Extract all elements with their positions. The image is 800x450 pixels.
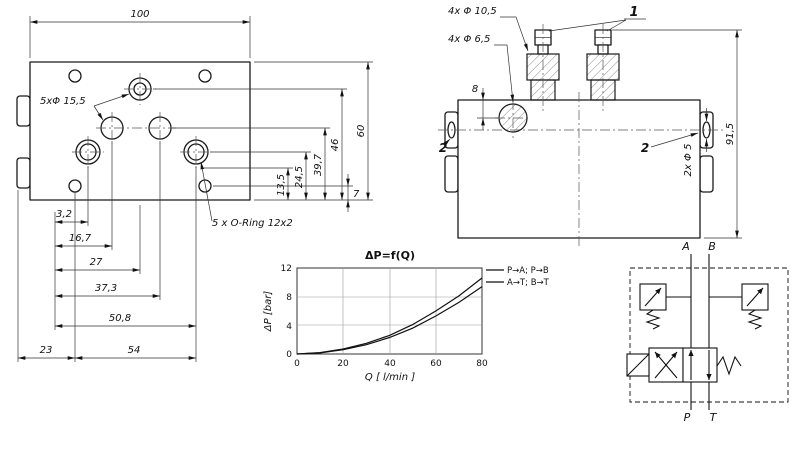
callout-2-right: 2 xyxy=(641,141,649,155)
xtick-20: 20 xyxy=(337,359,349,369)
dim-91-5-label: 91,5 xyxy=(725,123,736,145)
port-t-label: T xyxy=(710,411,718,424)
chart-x-ticks: 0 20 40 60 80 xyxy=(294,359,488,369)
dim-60-label: 60 xyxy=(356,125,367,138)
top-holes-label: 4x Φ 10,5 xyxy=(448,6,497,17)
oring-label: 5 x O-Ring 12x2 xyxy=(212,218,293,229)
xtick-40: 40 xyxy=(384,359,396,369)
chart-x-label: Q [ l/min ] xyxy=(365,372,415,383)
port-b-label: B xyxy=(708,240,716,253)
return-spring-symbol xyxy=(716,355,742,376)
front-view-callouts: 5xΦ 15,5 5 x O-Ring 12x2 xyxy=(40,93,293,229)
hole-diameter-label: 5xΦ 15,5 xyxy=(40,96,86,107)
dim-37-3-label: 37,3 xyxy=(95,283,117,294)
pressure-drop-chart: ΔP=f(Q) 12 8 4 0 0 20 40 60 80 ΔP [bar] … xyxy=(263,249,550,383)
chart-legend: P→A; P→B A→T; B→T xyxy=(486,266,550,288)
callout-1: 1 xyxy=(629,5,638,20)
dim-3-2-label: 3,2 xyxy=(56,209,72,220)
dim-39-7-label: 39,7 xyxy=(313,153,324,176)
relief-valve-right xyxy=(709,283,769,330)
dim-50-8-label: 50,8 xyxy=(109,313,131,324)
side-view-dimensions: 4x Φ 10,5 4x Φ 6,5 1 8 2 2 2x Φ 5 xyxy=(439,5,742,239)
chart-plot-area xyxy=(296,267,483,355)
hydraulic-schematic: A B P xyxy=(626,240,789,424)
side-view: 4x Φ 10,5 4x Φ 6,5 1 8 2 2 2x Φ 5 xyxy=(438,5,742,246)
ytick-12: 12 xyxy=(281,264,292,274)
dim-46-label: 46 xyxy=(330,139,341,152)
side-view-body xyxy=(438,24,724,246)
dim-16-7-label: 16,7 xyxy=(69,233,92,244)
pin-holes-label: 2x Φ 5 xyxy=(683,144,694,177)
chart-y-ticks: 12 8 4 0 xyxy=(281,264,293,360)
plate-outline xyxy=(29,61,251,201)
cartridge-valve xyxy=(526,24,560,112)
corner-hole xyxy=(68,69,82,83)
front-view-body xyxy=(16,61,251,201)
relief-valve-left xyxy=(639,283,691,330)
dim-7-label: 7 xyxy=(353,189,360,200)
ytick-0: 0 xyxy=(286,350,292,360)
small-holes-label: 4x Φ 6,5 xyxy=(448,34,490,45)
corner-hole xyxy=(198,69,212,83)
dim-24-5-label: 24,5 xyxy=(294,166,305,188)
curve-ab-to-t xyxy=(296,286,483,355)
legend-entry-1: P→A; P→B xyxy=(507,266,549,276)
ytick-4: 4 xyxy=(286,322,292,332)
dim-27-label: 27 xyxy=(90,257,103,268)
spring-symbol xyxy=(645,309,661,330)
xtick-60: 60 xyxy=(430,359,442,369)
callout-2-left: 2 xyxy=(439,141,447,155)
centerlines xyxy=(72,73,212,168)
front-view-dimensions: 100 60 46 39,7 24,5 13,5 7 xyxy=(17,9,373,362)
ytick-8: 8 xyxy=(286,293,292,303)
legend-entry-2: A→T; B→T xyxy=(507,278,550,288)
directional-valve xyxy=(626,347,742,383)
dim-width-label: 100 xyxy=(130,9,149,20)
cartridge-valve xyxy=(586,24,620,112)
port-p-label: P xyxy=(684,411,691,424)
spring-symbol xyxy=(747,309,763,330)
dim-13-5-label: 13,5 xyxy=(276,174,287,196)
dim-23-label: 23 xyxy=(40,345,53,356)
xtick-0: 0 xyxy=(294,359,300,369)
chart-title: ΔP=f(Q) xyxy=(365,249,415,262)
dim-8-label: 8 xyxy=(472,84,478,95)
corner-hole xyxy=(198,179,212,193)
front-view: 100 60 46 39,7 24,5 13,5 7 xyxy=(16,9,373,362)
xtick-80: 80 xyxy=(476,359,488,369)
port-a-label: A xyxy=(681,240,690,253)
dim-54-label: 54 xyxy=(128,345,141,356)
chart-y-label: ΔP [bar] xyxy=(263,291,274,333)
